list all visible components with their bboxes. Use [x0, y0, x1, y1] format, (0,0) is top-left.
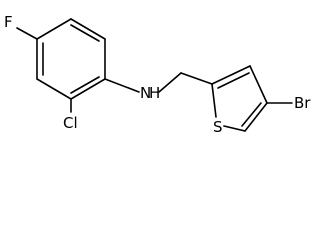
- double-bond-c2-c3-thio: [217, 72, 250, 89]
- structure-diagram: F Cl N H S Br: [4, 13, 311, 136]
- hydrogen-label: H: [149, 84, 160, 102]
- double-bond-c4-c5-thio: [241, 102, 262, 127]
- bond-c2-c3-thio: [211, 65, 251, 85]
- bromine-label: Br: [294, 94, 311, 112]
- bond-c4-c5-thio: [244, 102, 268, 132]
- molecule-canvas: F Cl N H S Br: [4, 13, 311, 136]
- bond-ch2-thiophene: [180, 72, 213, 85]
- bond-c5-s: [223, 125, 246, 132]
- nitrogen-label: N: [140, 84, 151, 102]
- bond-c1-c2: [70, 18, 106, 40]
- bond-n-ch2: [158, 72, 182, 93]
- bond-c4-c5: [36, 78, 72, 100]
- bond-c2-c3: [36, 18, 72, 40]
- bond-c5-c6: [70, 78, 106, 100]
- bond-ring-f: [16, 27, 38, 40]
- chlorine-label: Cl: [63, 114, 78, 132]
- bond-c3-c4-thio: [249, 65, 268, 104]
- thiophene-ring: [211, 65, 268, 132]
- bond-ring-n: [104, 78, 140, 93]
- sulfur-label: S: [213, 118, 223, 136]
- double-bond-c5-c6: [70, 76, 100, 94]
- benzene-ring: [36, 18, 106, 100]
- double-bond-c1-c2: [70, 24, 100, 42]
- fluorine-label: F: [4, 13, 13, 31]
- bond-s-c2: [211, 83, 217, 118]
